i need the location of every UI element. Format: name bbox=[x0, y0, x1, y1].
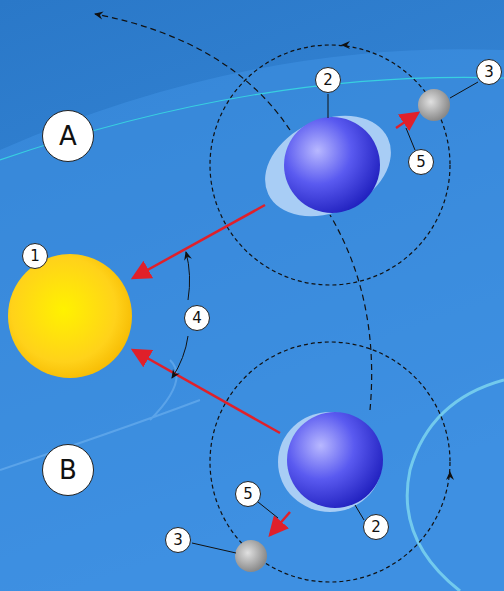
callout-number: 5 bbox=[235, 481, 261, 507]
position-letter: B bbox=[42, 444, 94, 496]
callout-number: 1 bbox=[22, 243, 48, 269]
position-letter: A bbox=[42, 110, 94, 162]
callout-number: 3 bbox=[165, 527, 191, 553]
callout-number: 3 bbox=[476, 59, 502, 85]
callout-number: 4 bbox=[184, 305, 210, 331]
callout-number: 5 bbox=[408, 149, 434, 175]
callout-number: 2 bbox=[315, 67, 341, 93]
callout-number: 2 bbox=[363, 514, 389, 540]
